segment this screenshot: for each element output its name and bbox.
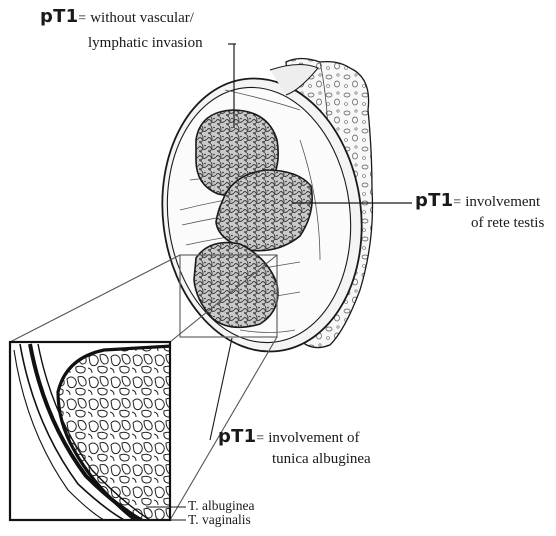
label-rete-testis-line1: involvement [465, 194, 540, 210]
label-t-vaginalis: T. vaginalis [188, 513, 251, 527]
label-no-invasion-tag: pT1 [40, 6, 78, 27]
label-rete-testis-eq: = [453, 195, 461, 210]
label-albuginea-tag: pT1 [218, 426, 256, 447]
label-no-invasion: pT1= without vascular/ [40, 8, 194, 27]
label-no-invasion-line2: lymphatic invasion [88, 36, 203, 52]
label-rete-testis-tag: pT1 [415, 190, 453, 211]
label-albuginea-involvement: pT1= involvement of [218, 428, 359, 447]
label-rete-testis: pT1= involvement [415, 192, 540, 211]
label-albuginea-line1: involvement of [268, 430, 359, 446]
leader-bottom [210, 338, 232, 440]
inset-view [10, 342, 172, 524]
label-rete-testis-line2: of rete testis [471, 216, 544, 232]
label-albuginea-line2: tunica albuginea [272, 452, 371, 468]
label-no-invasion-eq: = [78, 11, 86, 26]
label-no-invasion-line1: without vascular/ [90, 10, 194, 26]
label-albuginea-eq: = [256, 431, 264, 446]
